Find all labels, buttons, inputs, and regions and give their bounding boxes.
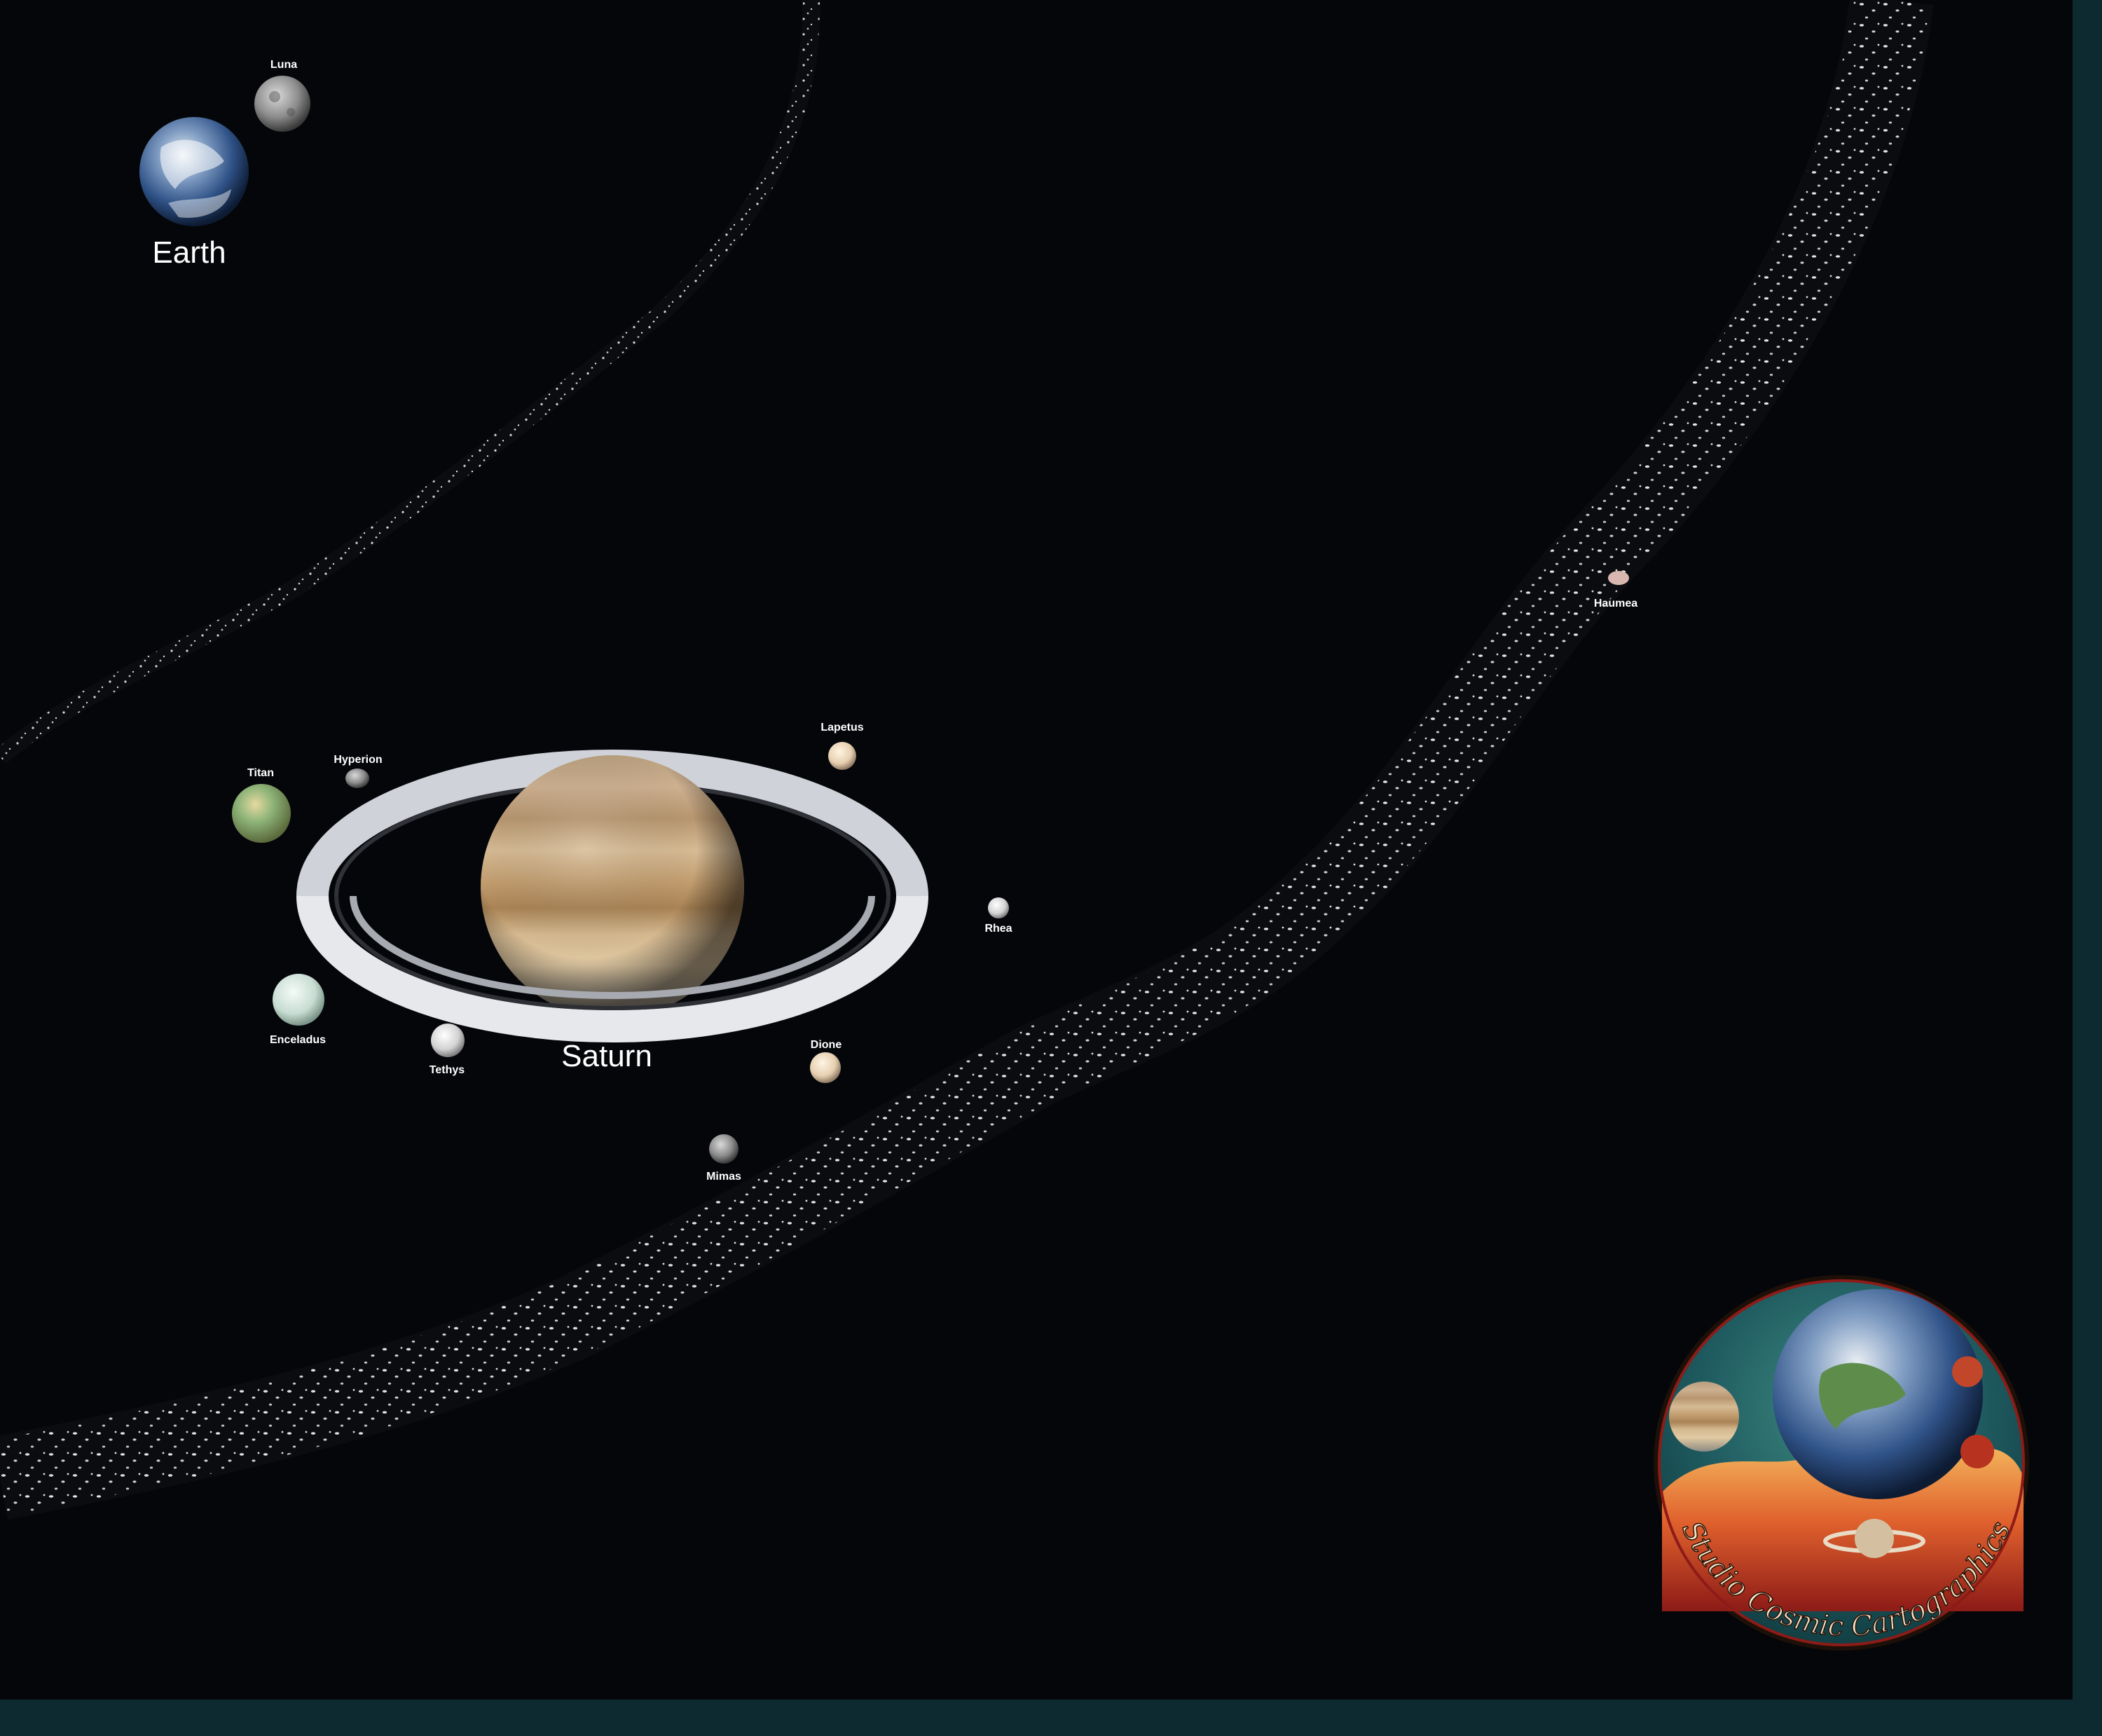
logo-jupiter-icon: [1669, 1382, 1739, 1452]
tethys-moon: [431, 1024, 465, 1057]
logo-mars-icon: [1952, 1356, 1983, 1387]
mimas-moon: [709, 1134, 739, 1164]
kuiper-belt: [0, 0, 1930, 1517]
enceladus-moon: [273, 974, 324, 1026]
logo-red-planet-icon: [1960, 1435, 1994, 1468]
rhea-moon: [988, 897, 1009, 918]
dione-moon: [810, 1052, 841, 1083]
luna-moon: [254, 76, 310, 132]
tethys-label: Tethys: [430, 1064, 465, 1076]
asteroid-belt: [0, 0, 821, 764]
lapetus-moon: [828, 742, 856, 770]
lapetus-label: Lapetus: [820, 722, 863, 733]
saturn-system: Saturn: [296, 750, 928, 1073]
saturn-label: Saturn: [561, 1039, 652, 1073]
titan-label: Titan: [247, 767, 274, 779]
haumea-body: Haumea: [1594, 571, 1637, 609]
dione-label: Dione: [811, 1039, 842, 1051]
hyperion-moon: [345, 769, 369, 788]
luna-label: Luna: [270, 59, 297, 71]
saturn-moons: Titan Hyperion Lapetus Rhea Enceladus Te…: [232, 722, 1012, 1183]
enceladus-label: Enceladus: [270, 1034, 326, 1046]
rhea-label: Rhea: [984, 923, 1012, 935]
mimas-label: Mimas: [706, 1171, 741, 1183]
haumea-label: Haumea: [1594, 598, 1637, 609]
titan-moon: [232, 784, 291, 843]
earth-label: Earth: [152, 235, 226, 270]
studio-logo: Studio Cosmic Cartographics: [1654, 1275, 2029, 1651]
hyperion-label: Hyperion: [334, 754, 382, 766]
earth-system: Earth Luna: [139, 59, 310, 270]
